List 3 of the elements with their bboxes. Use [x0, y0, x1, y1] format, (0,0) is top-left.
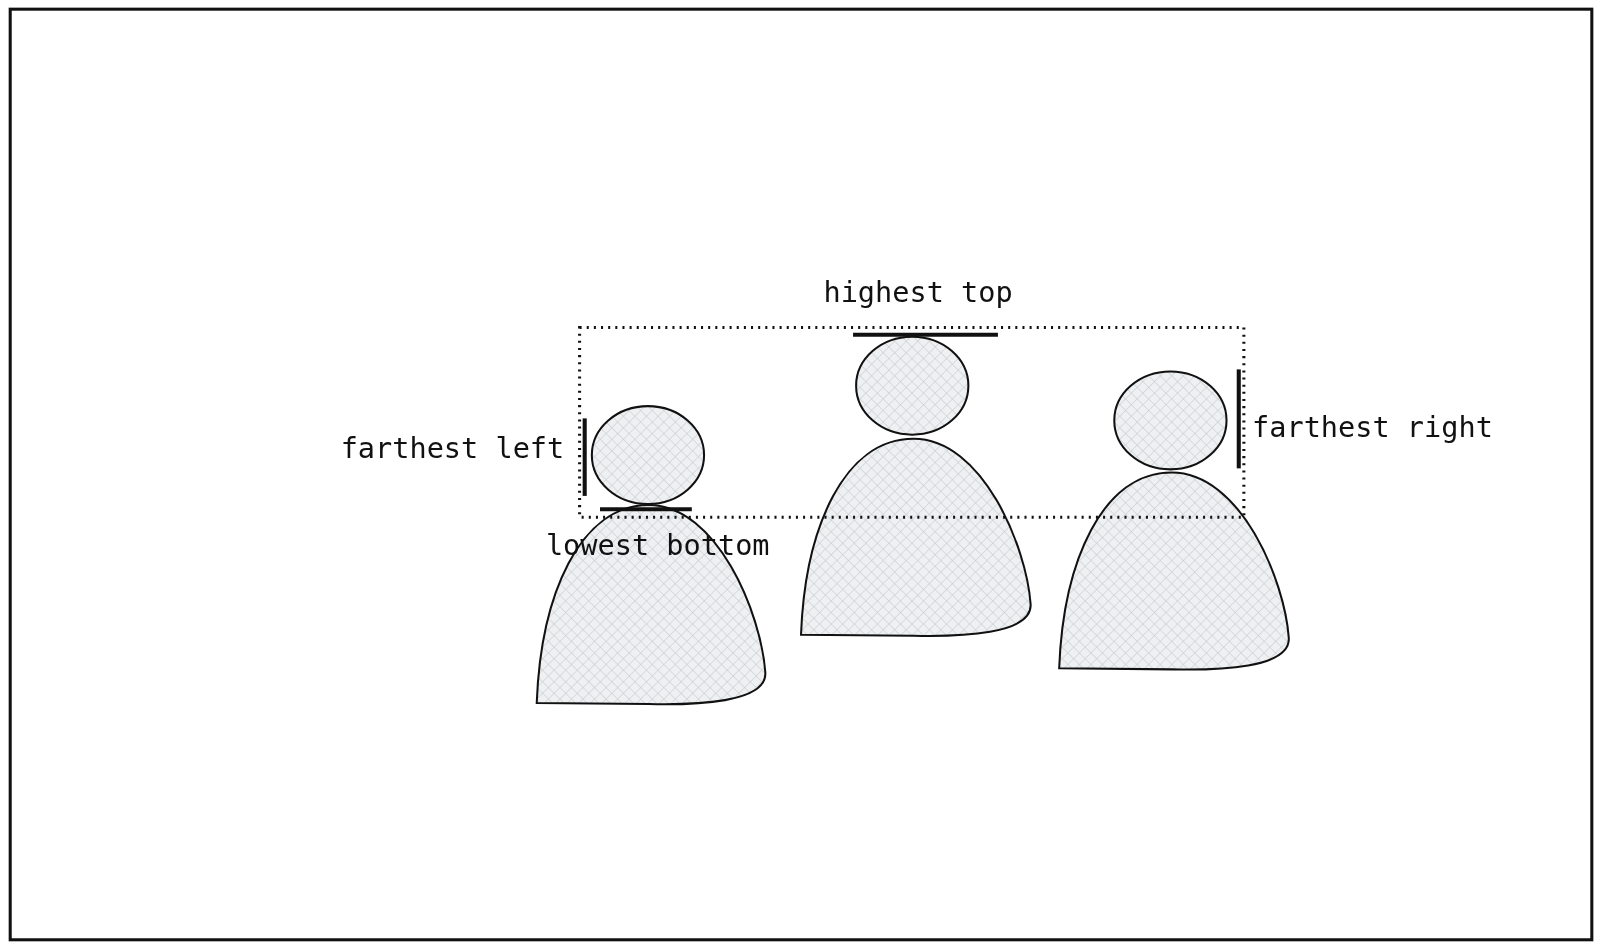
annotation-label: farthest right — [1252, 410, 1493, 445]
annotation-label: farthest left — [340, 431, 565, 467]
annotation-label: highest top — [823, 275, 1013, 311]
